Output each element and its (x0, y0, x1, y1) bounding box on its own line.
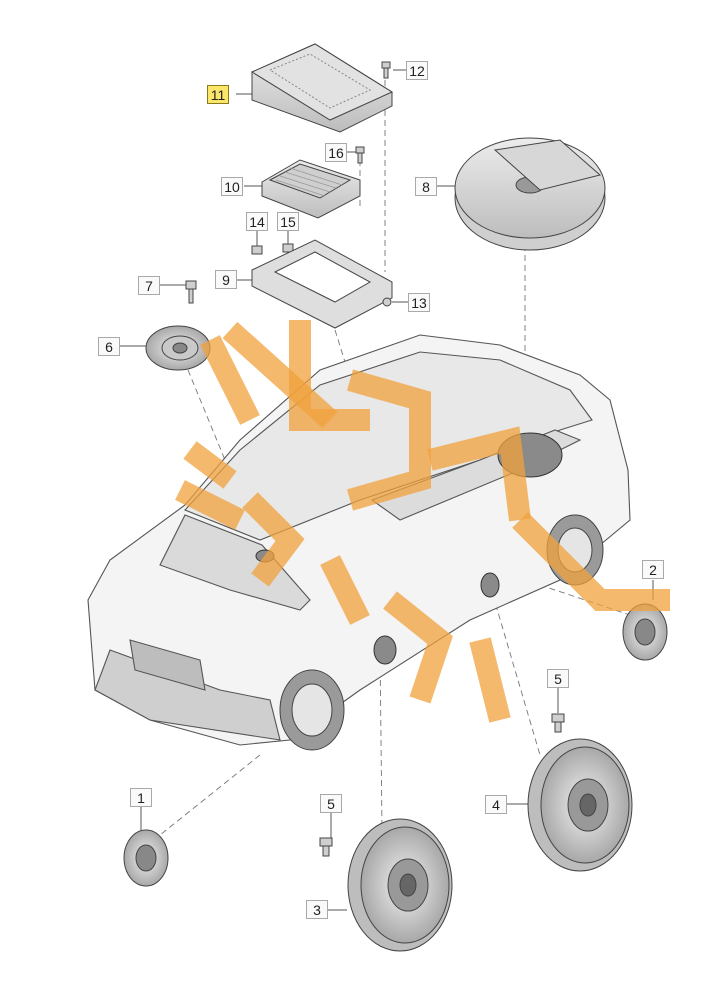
part-13-nut (382, 297, 392, 307)
callout-9[interactable]: 9 (215, 270, 237, 289)
part-11-cover (250, 43, 394, 133)
part-3-speaker (347, 818, 453, 952)
part-16-screw (355, 146, 365, 164)
part-2-speaker (622, 603, 668, 661)
part-6-speaker (145, 325, 211, 371)
callout-1[interactable]: 1 (130, 788, 152, 807)
callout-14[interactable]: 14 (246, 212, 268, 231)
part-15-bolt (282, 243, 294, 253)
callout-12[interactable]: 12 (406, 61, 428, 80)
part-9-bracket (251, 239, 393, 329)
callout-7[interactable]: 7 (138, 276, 160, 295)
part-5-screw-a (551, 713, 565, 733)
callout-11[interactable]: 11 (207, 85, 229, 104)
callout-15[interactable]: 15 (277, 212, 299, 231)
callout-5-upper[interactable]: 5 (547, 669, 569, 688)
part-1-speaker (123, 829, 169, 887)
callout-16[interactable]: 16 (325, 143, 347, 162)
callout-4[interactable]: 4 (485, 795, 507, 814)
callout-13[interactable]: 13 (408, 293, 430, 312)
part-10-amplifier (261, 159, 361, 219)
callout-5-lower[interactable]: 5 (320, 794, 342, 813)
callout-10[interactable]: 10 (221, 177, 243, 196)
part-14-bolt (251, 245, 263, 255)
callout-3[interactable]: 3 (306, 900, 328, 919)
part-8-subwoofer (454, 137, 606, 251)
part-4-speaker (527, 738, 633, 872)
part-5-screw-b (319, 837, 333, 857)
callout-6[interactable]: 6 (98, 337, 120, 356)
part-7-screw (185, 280, 197, 304)
part-12-screw (381, 61, 391, 79)
callout-2[interactable]: 2 (642, 560, 664, 579)
callout-8[interactable]: 8 (415, 177, 437, 196)
